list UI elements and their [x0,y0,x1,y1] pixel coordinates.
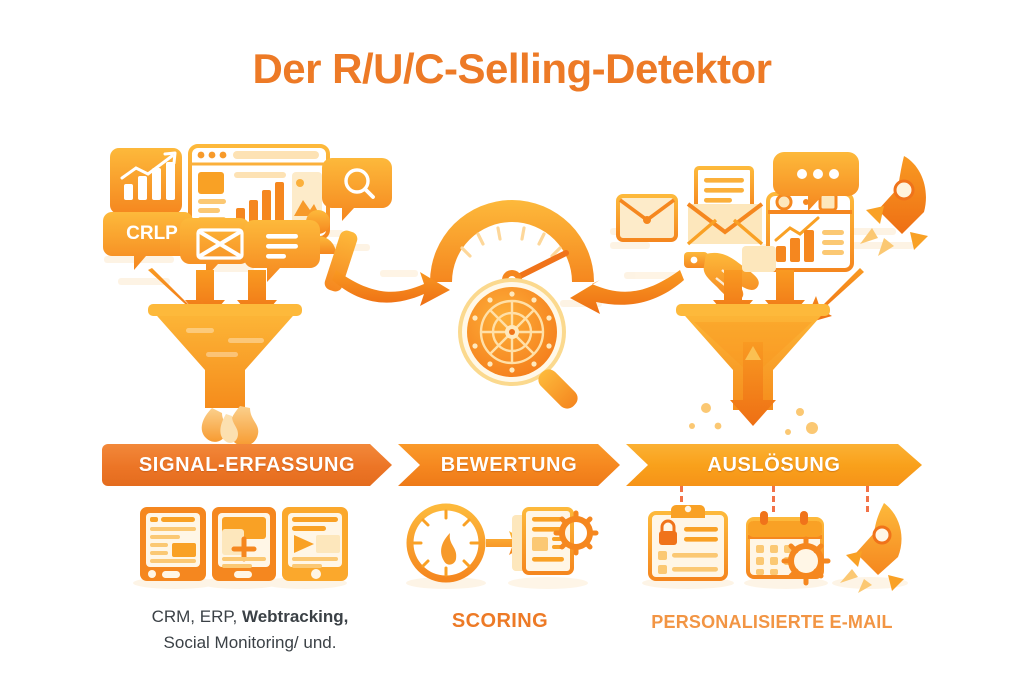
center-icon-cluster [332,200,684,409]
stage-banner-label: BEWERTUNG [440,453,578,476]
caption-line-1-bold: Webtracking, [241,607,349,626]
illustration-artwork: CRLP [103,144,928,446]
curved-arrow-left-icon [332,270,450,306]
crlp-badge [103,212,193,270]
pencil-icon [324,230,358,292]
envelope-open-icon [616,194,678,242]
search-bubble-icon [322,158,392,221]
envelope-icon [686,166,764,246]
gauge-meter-icon [430,200,594,290]
left-icon-cluster: CRLP [103,144,392,446]
rocket-launch-icon [840,503,904,593]
stage-banner-bewertung[interactable]: BEWERTUNG [398,444,620,486]
curved-arrow-right-icon [570,270,684,314]
chat-dots-bubble-icon [773,152,859,211]
particles-decor [689,403,818,435]
dashed-connector [866,486,869,512]
down-arrow-icon [730,342,776,426]
caption-signal-erfassung: CRM, ERP, Webtracking, Social Monitoring… [100,604,400,656]
right-icon-cluster [616,152,928,435]
mobile-add-icon [212,507,276,581]
stage-banner-label: SIGNAL-ERFASSUNG [138,453,356,476]
caption-line-2: Social Monitoring/ und. [163,633,337,652]
mobile-article-icon [140,507,206,581]
mobile-video-icon [282,507,348,581]
document-gear-icon [512,507,599,575]
bar-chart-icon [110,148,182,214]
dashed-connector [680,486,683,512]
mail-bubble-icon [180,218,250,277]
rocket-icon [860,156,928,256]
dashed-connector [772,486,775,512]
calendar-gear-icon [746,511,831,586]
page-title: Der R/U/C-Selling-Detektor [252,45,772,92]
bottom-icon-row [133,503,908,593]
caption-line-1-prefix: CRM, ERP, [151,607,242,626]
gear-icon [553,510,599,556]
magnifier-radar-icon [458,278,578,409]
caption-bewertung: SCORING [451,610,549,632]
crlp-badge-label: CRLP [126,223,178,244]
stage-banner-signal-erfassung[interactable]: SIGNAL-ERFASSUNG [102,444,392,486]
flame-icon [201,406,259,446]
chat-bubble-icon [244,220,320,282]
stage-banner-label: AUSLÖSUNG [707,453,841,476]
caption-ausloesung: PERSONALISIERTE E-MAIL [651,612,893,632]
scoring-dial-icon [406,503,486,583]
stage-banner-ausloesung[interactable]: AUSLÖSUNG [626,444,922,486]
clipboard-lock-icon [648,505,728,581]
gear-icon [781,536,831,586]
funnel-icon [148,304,302,408]
